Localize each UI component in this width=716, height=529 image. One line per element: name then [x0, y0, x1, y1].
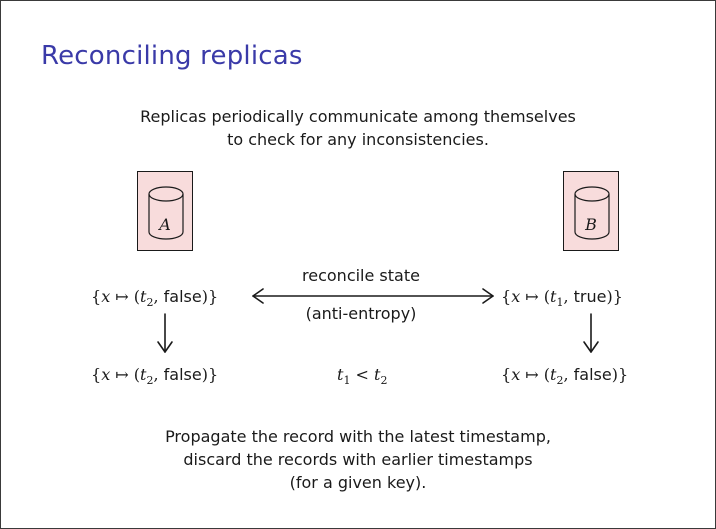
intro-line: Replicas periodically communicate among …	[140, 107, 576, 126]
replica-b-arrow-head	[583, 341, 599, 353]
record-timestamp: t	[550, 365, 557, 384]
record-timestamp-sub: 1	[556, 296, 564, 310]
replica-a-box: A	[137, 171, 193, 251]
comparison-operator: <	[355, 365, 369, 384]
record-timestamp-sub: 2	[146, 296, 154, 310]
record-timestamp: t	[550, 287, 557, 306]
comparison-left-sub: 1	[343, 374, 351, 388]
database-cylinder-icon	[148, 186, 184, 240]
record-timestamp: t	[140, 287, 147, 306]
conclusion-text: Propagate the record with the latest tim…	[1, 425, 715, 494]
replica-a-label: A	[159, 215, 171, 234]
record-b-before: {x ↦ (t1, true)}	[501, 287, 623, 310]
database-cylinder-icon	[574, 186, 610, 240]
conclusion-line: (for a given key).	[289, 473, 427, 492]
record-a-after: {x ↦ (t2, false)}	[91, 365, 219, 388]
record-key: x	[101, 365, 111, 384]
comparison-right-sub: 2	[380, 374, 388, 388]
edge-label-top: reconcile state	[302, 266, 420, 285]
reconcile-arrow-left-head	[252, 288, 264, 304]
record-value: false	[573, 365, 612, 384]
record-timestamp-sub: 2	[556, 374, 564, 388]
edge-label-bottom: (anti-entropy)	[305, 304, 417, 323]
record-timestamp-sub: 2	[146, 374, 154, 388]
intro-line: to check for any inconsistencies.	[227, 130, 489, 149]
conclusion-line: Propagate the record with the latest tim…	[165, 427, 551, 446]
comparison-left: t	[337, 365, 344, 384]
replica-b-label: B	[585, 215, 597, 234]
slide-title: Reconciling replicas	[41, 41, 303, 71]
record-b-after: {x ↦ (t2, false)}	[501, 365, 629, 388]
record-key: x	[101, 287, 111, 306]
record-value: false	[163, 365, 202, 384]
record-value: false	[163, 287, 202, 306]
record-key: x	[511, 365, 521, 384]
reconcile-arrow-right-head	[482, 288, 494, 304]
intro-text: Replicas periodically communicate among …	[1, 105, 715, 151]
record-value: true	[573, 287, 607, 306]
comparison-right: t	[374, 365, 381, 384]
record-a-before: {x ↦ (t2, false)}	[91, 287, 219, 310]
conclusion-line: discard the records with earlier timesta…	[183, 450, 533, 469]
record-timestamp: t	[140, 365, 147, 384]
record-key: x	[511, 287, 521, 306]
replica-a-arrow-head	[157, 341, 173, 353]
replica-b-box: B	[563, 171, 619, 251]
timestamp-comparison: t1 < t2	[337, 365, 387, 387]
